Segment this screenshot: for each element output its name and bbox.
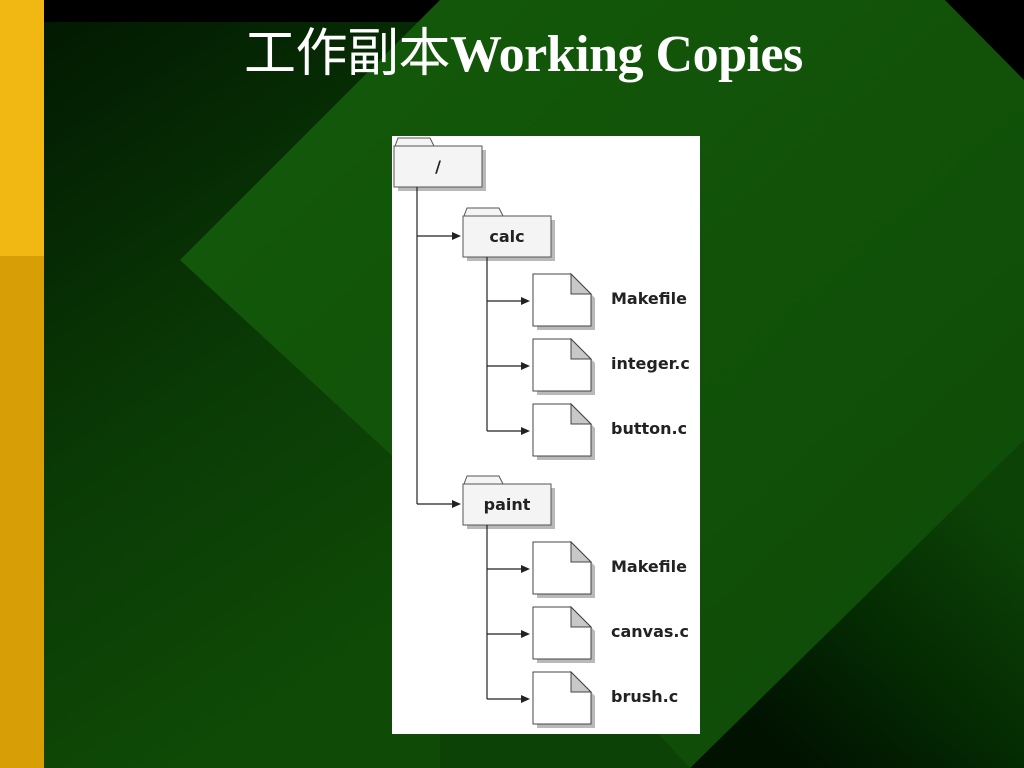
- folder-icon: [462, 475, 555, 529]
- file-icon: [532, 540, 595, 598]
- file-icon: [532, 670, 595, 728]
- accent-band-bottom: [0, 256, 44, 768]
- folder-connector-arrow: [417, 232, 461, 240]
- slide-title: 工作副本Working Copies: [244, 22, 1004, 86]
- file-icon: [532, 337, 595, 395]
- file-label: Makefile: [611, 289, 687, 308]
- file-connector-arrow: [487, 565, 530, 573]
- root-folder-icon: [393, 137, 486, 191]
- file-label: button.c: [611, 419, 688, 438]
- file-icon: [532, 272, 595, 330]
- root-folder-label: /: [435, 157, 441, 176]
- file-icon: [532, 605, 595, 663]
- folder-icon: [462, 207, 555, 261]
- tree-graphics: [393, 137, 595, 728]
- file-icon: [532, 402, 595, 460]
- file-connector-arrow: [487, 427, 530, 435]
- slide-title-cjk: 工作副本: [244, 24, 451, 84]
- file-label: canvas.c: [611, 622, 689, 641]
- file-label: brush.c: [611, 687, 679, 706]
- file-label: integer.c: [611, 354, 690, 373]
- accent-band-top: [0, 0, 44, 256]
- file-label: Makefile: [611, 557, 687, 576]
- file-connector-arrow: [487, 695, 530, 703]
- bg-corner-shadow: [945, 0, 1024, 80]
- file-connector-arrow: [487, 362, 530, 370]
- file-connector-arrow: [487, 297, 530, 305]
- folder-label-paint: paint: [483, 495, 531, 514]
- folder-connector-arrow: [417, 500, 461, 508]
- file-connector-arrow: [487, 630, 530, 638]
- slide-title-english: Working Copies: [450, 26, 803, 83]
- bg-left-panel: [44, 22, 440, 768]
- folder-label-calc: calc: [489, 227, 525, 246]
